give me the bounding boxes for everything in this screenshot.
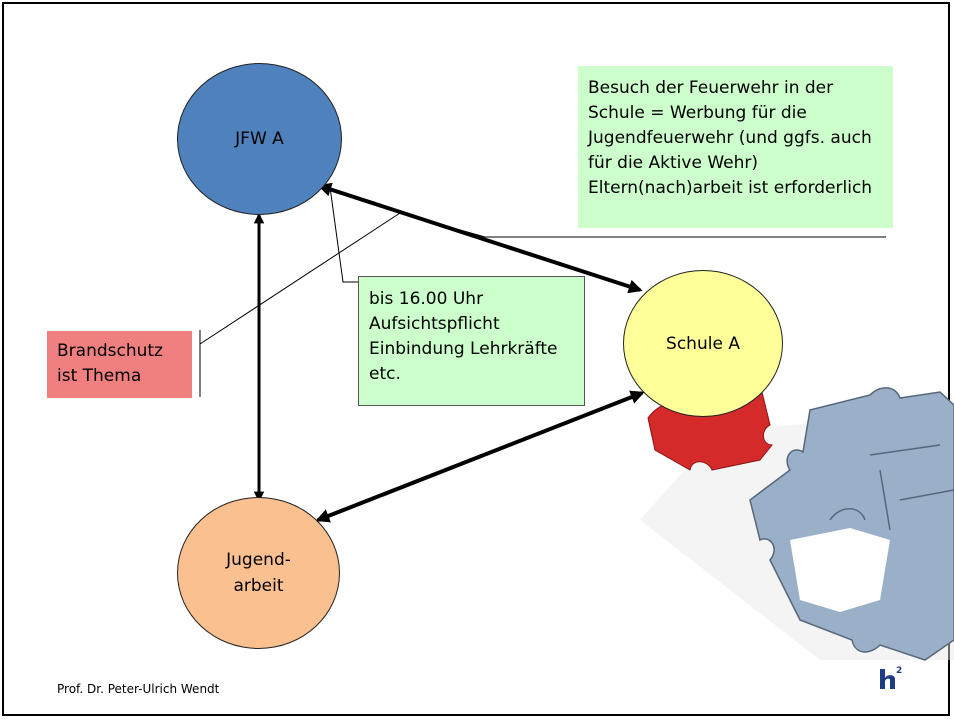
hochschule-logo-icon: 2: [876, 663, 906, 693]
note-brandschutz-line: ist Thema: [57, 366, 142, 386]
node-jugendarbeit: Jugend- arbeit: [177, 497, 340, 649]
note-aufsicht: bis 16.00 Uhr Aufsichtspflicht Einbindun…: [358, 276, 585, 406]
node-jugendarbeit-label-1: Jugend-: [226, 550, 291, 570]
node-schule-label: Schule A: [666, 333, 740, 354]
note-besuch-line: Schule = Werbung für die: [588, 103, 807, 123]
note-besuch: Besuch der Feuerwehr in der Schule = Wer…: [578, 66, 893, 228]
note-aufsicht-line: etc.: [369, 364, 401, 384]
arrow-schule-jugendarbeit: [315, 390, 645, 523]
svg-text:2: 2: [896, 666, 902, 676]
note-besuch-line: Jugendfeuerwehr (und ggfs. auch: [588, 128, 872, 148]
note-brandschutz-line: Brandschutz: [57, 341, 163, 361]
arrow-jfw-schule: [317, 182, 643, 294]
footer-author: Prof. Dr. Peter-Ulrich Wendt: [57, 682, 220, 696]
note-aufsicht-line: bis 16.00 Uhr: [369, 289, 484, 309]
note-aufsicht-line: Einbindung Lehrkräfte: [369, 339, 558, 359]
node-jfw: JFW A: [177, 63, 342, 215]
node-jfw-label: JFW A: [235, 129, 284, 149]
node-jugendarbeit-label-2: arbeit: [233, 576, 284, 596]
note-brandschutz: Brandschutz ist Thema: [47, 331, 192, 398]
callout-line-aufsicht: [329, 186, 360, 283]
note-besuch-line: Eltern(nach)arbeit ist erforderlich: [588, 178, 873, 198]
puzzle-illustration: [640, 387, 954, 661]
callout-line-besuch: [199, 212, 886, 345]
note-besuch-line: für die Aktive Wehr): [588, 153, 758, 173]
note-aufsicht-line: Aufsichtspflicht: [369, 314, 500, 334]
node-schule: Schule A: [623, 270, 783, 417]
note-besuch-line: Besuch der Feuerwehr in der: [588, 78, 834, 98]
